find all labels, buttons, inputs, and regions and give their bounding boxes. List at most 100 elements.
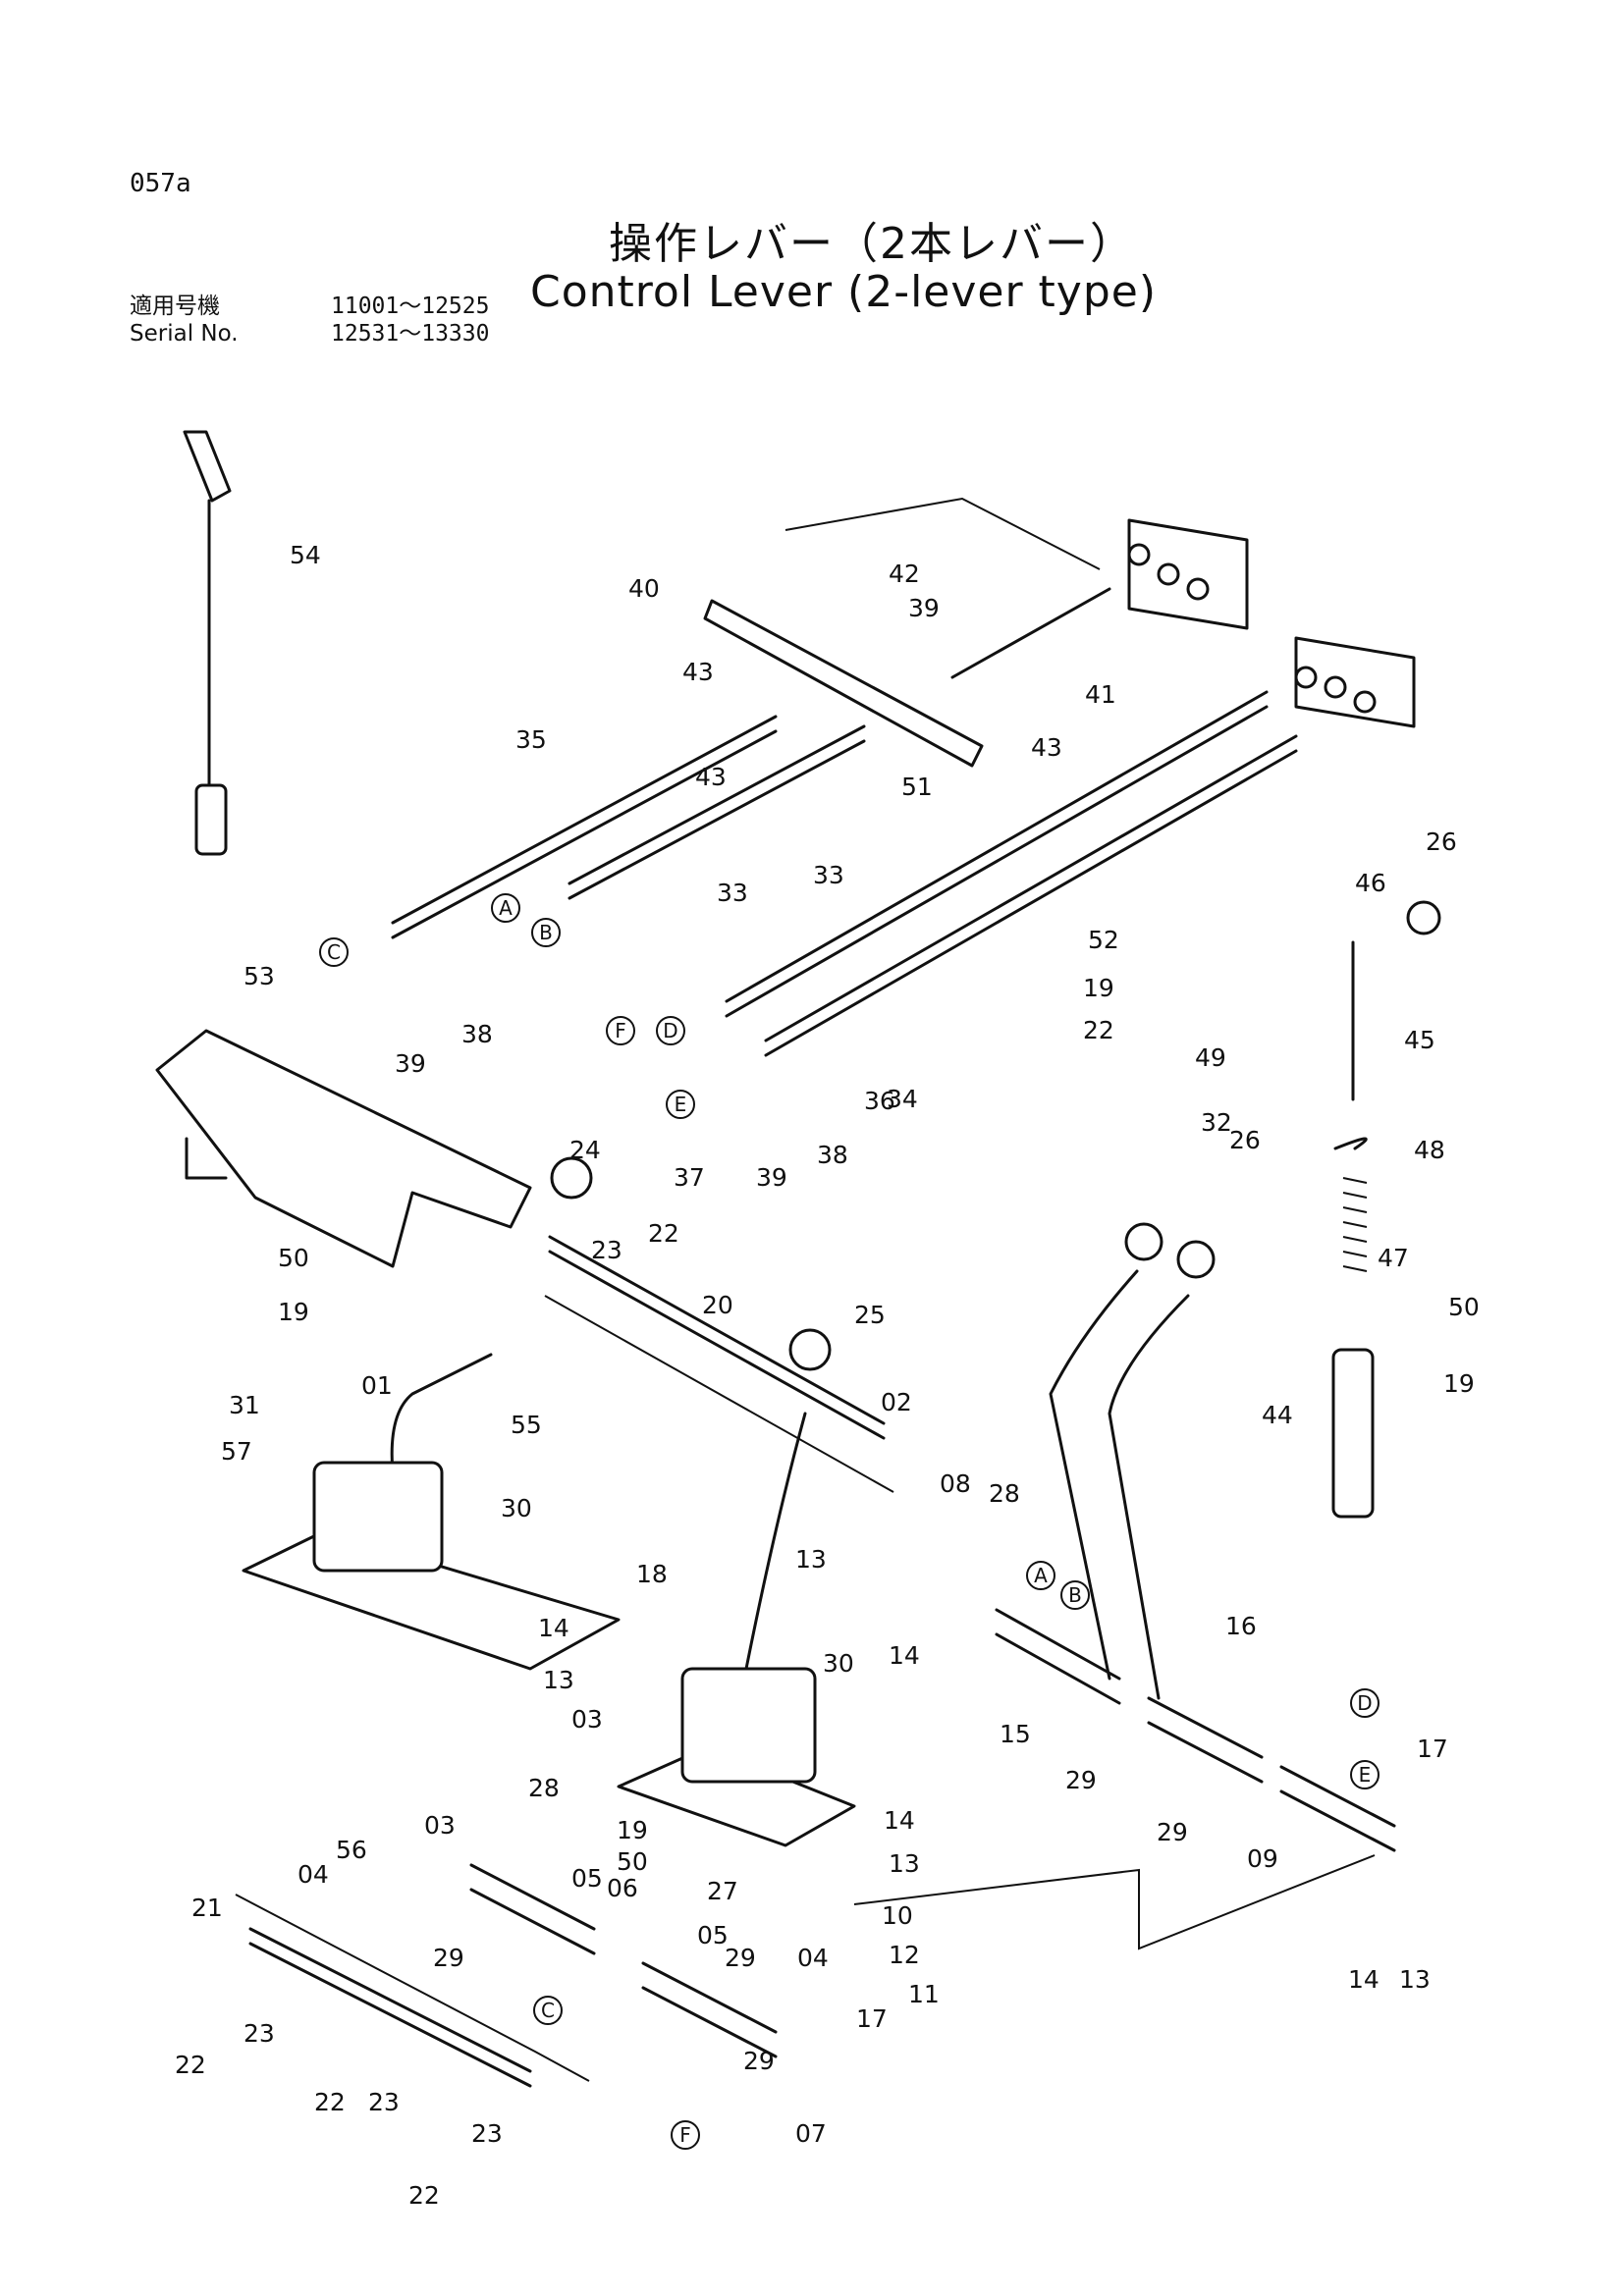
part-number-30: 30 (823, 1649, 854, 1678)
part-number-24: 24 (569, 1136, 601, 1164)
part-number-14: 14 (889, 1641, 920, 1670)
part-number-46: 46 (1355, 869, 1386, 897)
title-japanese: 操作レバー（2本レバー） (609, 219, 1135, 269)
ref-marker-E: E (1350, 1760, 1380, 1789)
part-number-08: 08 (940, 1469, 971, 1498)
part-number-14: 14 (538, 1614, 569, 1642)
part-number-43: 43 (695, 763, 727, 791)
part-number-16: 16 (1225, 1612, 1257, 1640)
part-number-56: 56 (336, 1836, 367, 1864)
ref-marker-circle (1350, 1760, 1380, 1789)
serial-label-jp: 適用号機 (130, 294, 220, 319)
part-number-14: 14 (1348, 1965, 1380, 1994)
ref-marker-circle (666, 1090, 695, 1119)
part-number-31: 31 (229, 1391, 260, 1419)
part-number-43: 43 (682, 658, 714, 686)
ref-marker-A: A (1026, 1561, 1055, 1590)
ref-marker-C: C (533, 1996, 563, 2025)
part-number-04: 04 (298, 1860, 329, 1889)
part-number-57: 57 (221, 1437, 252, 1466)
part-number-49: 49 (1195, 1043, 1226, 1072)
serial-label-en: Serial No. (130, 321, 239, 347)
part-number-29: 29 (1157, 1818, 1188, 1846)
ref-marker-B: B (1060, 1580, 1090, 1610)
part-number-29: 29 (1065, 1766, 1097, 1794)
part-number-48: 48 (1414, 1136, 1445, 1164)
ref-marker-circle (671, 2120, 700, 2150)
part-number-26: 26 (1426, 828, 1457, 856)
part-number-23: 23 (368, 2088, 400, 2116)
part-number-23: 23 (471, 2119, 503, 2148)
part-number-labels: 5440423943414335433351332646521922533839… (175, 541, 1480, 2210)
part-number-28: 28 (528, 1774, 560, 1802)
part-number-29: 29 (433, 1944, 464, 1972)
part-number-09: 09 (1247, 1844, 1278, 1873)
part-number-39: 39 (395, 1049, 426, 1078)
spring-assembly (1331, 900, 1441, 1519)
serial-labels: 適用号機 Serial No. (130, 293, 239, 347)
part-number-44: 44 (1262, 1401, 1293, 1429)
upper-linkage-plates (703, 497, 1416, 768)
ref-marker-B: B (531, 918, 561, 947)
part-number-50: 50 (278, 1244, 309, 1272)
part-number-10: 10 (882, 1901, 913, 1930)
serial-values: 11001～12525 12531～13330 (331, 293, 489, 347)
ref-marker-F: F (606, 1016, 635, 1045)
ref-marker-circle (1350, 1688, 1380, 1718)
lower-shafts (235, 1235, 1396, 2088)
ref-marker-letter: D (663, 1019, 677, 1042)
ref-marker-circle (606, 1016, 635, 1045)
part-number-03: 03 (571, 1705, 603, 1734)
ref-marker-letter: B (539, 921, 553, 944)
part-number-41: 41 (1085, 680, 1116, 709)
part-number-50: 50 (1448, 1293, 1480, 1321)
part-number-54: 54 (290, 541, 321, 569)
part-number-19: 19 (1443, 1369, 1475, 1398)
part-number-38: 38 (817, 1141, 848, 1169)
serial-range-2: 12531～13330 (331, 321, 490, 347)
ref-marker-letter: A (499, 896, 513, 920)
part-number-40: 40 (628, 574, 660, 603)
part-number-37: 37 (674, 1163, 705, 1192)
part-number-21: 21 (191, 1894, 223, 1922)
part-number-19: 19 (617, 1816, 648, 1844)
part-number-33: 33 (813, 861, 844, 889)
part-number-13: 13 (543, 1666, 574, 1694)
part-number-05: 05 (697, 1921, 729, 1949)
part-number-01: 01 (361, 1371, 393, 1400)
base-plates-and-boots (242, 1295, 894, 1847)
part-number-15: 15 (1000, 1720, 1031, 1748)
part-54-handle (183, 430, 232, 856)
ref-marker-circle (319, 937, 349, 967)
linkage-rods (391, 690, 1298, 1057)
part-number-22: 22 (648, 1219, 679, 1248)
part-number-42: 42 (889, 560, 920, 588)
ref-marker-A: A (491, 893, 520, 923)
part-number-23: 23 (591, 1236, 622, 1264)
part-number-03: 03 (424, 1811, 456, 1840)
ref-marker-E: E (666, 1090, 695, 1119)
part-number-47: 47 (1378, 1244, 1409, 1272)
part-number-11: 11 (908, 1980, 940, 2008)
part-53-console-cover (155, 1029, 532, 1268)
ref-marker-letter: E (675, 1093, 687, 1116)
ref-marker-circle (533, 1996, 563, 2025)
part-number-26: 26 (1229, 1126, 1261, 1154)
part-number-02: 02 (881, 1388, 912, 1416)
title-english: Control Lever (2-lever type) (530, 267, 1158, 317)
part-number-32: 32 (1201, 1108, 1232, 1137)
part-number-39: 39 (756, 1163, 787, 1192)
ref-marker-letter: B (1068, 1583, 1082, 1607)
part-number-20: 20 (702, 1291, 733, 1319)
part-number-34: 34 (887, 1085, 918, 1113)
part-number-12: 12 (889, 1941, 920, 1969)
part-number-13: 13 (795, 1545, 827, 1574)
part-number-13: 13 (1399, 1965, 1431, 1994)
part-number-30: 30 (501, 1494, 532, 1522)
part-number-52: 52 (1088, 926, 1119, 954)
part-number-29: 29 (743, 2047, 775, 2075)
part-number-45: 45 (1404, 1026, 1435, 1054)
part-number-33: 33 (717, 879, 748, 907)
